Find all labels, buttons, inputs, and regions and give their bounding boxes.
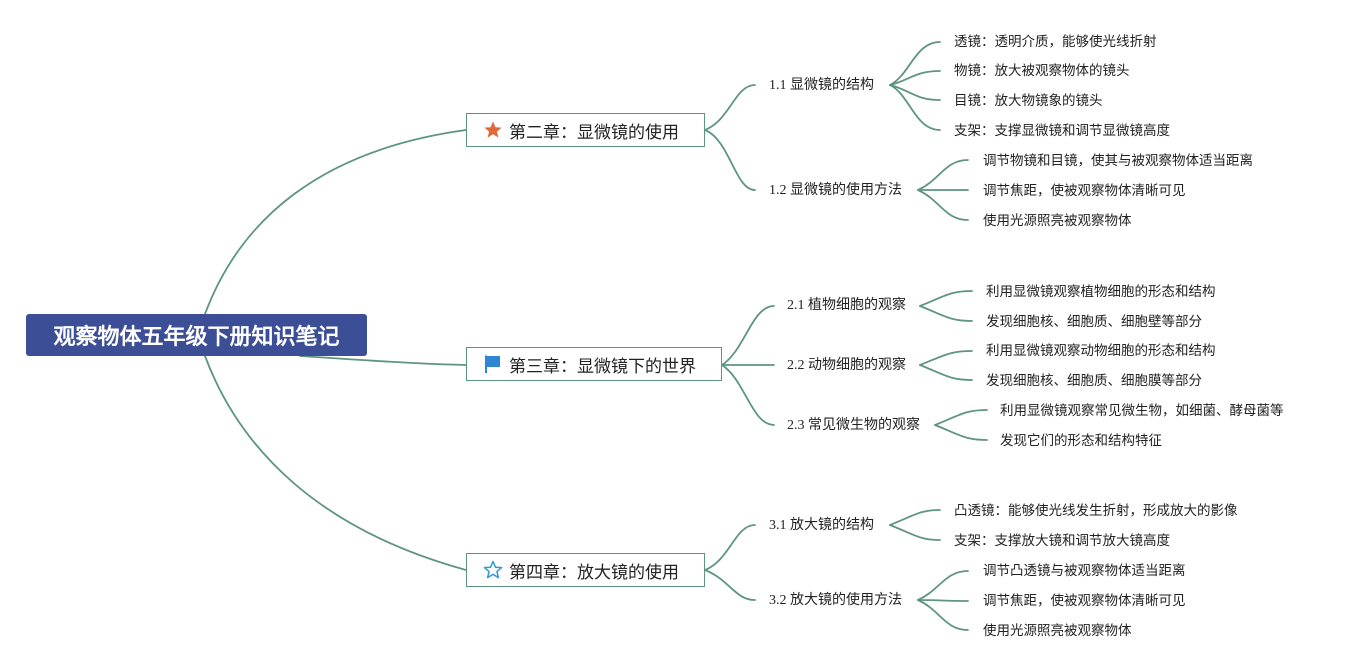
chapter-node-microscope-use[interactable]: 第二章：显微镜的使用 bbox=[466, 113, 705, 147]
root-to-chapter-3-line bbox=[204, 355, 467, 571]
leaf-item[interactable]: 目镜：放大物镜象的镜头 bbox=[954, 93, 1103, 109]
root-topic-label: 观察物体五年级下册知识笔记 bbox=[53, 325, 340, 350]
star-outline-icon bbox=[483, 560, 503, 580]
chapter-1-to-section-1-1-line bbox=[704, 84, 756, 131]
section-3-2-magnifier-usage[interactable]: 3.2 放大镜的使用方法 bbox=[769, 593, 902, 608]
chapter-title: 第四章：放大镜的使用 bbox=[509, 562, 679, 583]
leaf-item[interactable]: 使用光源照亮被观察物体 bbox=[983, 213, 1132, 229]
leaf-item[interactable]: 调节凸透镜与被观察物体适当距离 bbox=[983, 563, 1186, 579]
leaf-item[interactable]: 使用光源照亮被观察物体 bbox=[983, 623, 1132, 639]
leaf-item[interactable]: 调节焦距，使被观察物体清晰可见 bbox=[983, 183, 1186, 199]
section-1-1-microscope-structure[interactable]: 1.1 显微镜的结构 bbox=[769, 78, 874, 93]
leaf-item[interactable]: 透镜：透明介质，能够使光线折射 bbox=[954, 34, 1157, 50]
section-2-2-animal-cell[interactable]: 2.2 动物细胞的观察 bbox=[787, 358, 906, 373]
chapter-title: 第三章：显微镜下的世界 bbox=[509, 356, 696, 377]
leaf-item[interactable]: 利用显微镜观察植物细胞的形态和结构 bbox=[986, 284, 1216, 300]
chapter-title: 第二章：显微镜的使用 bbox=[509, 122, 679, 143]
leaf-item[interactable]: 利用显微镜观察常见微生物，如细菌、酵母菌等 bbox=[1000, 403, 1284, 419]
chapter-node-world-under-microscope[interactable]: 第三章：显微镜下的世界 bbox=[466, 347, 722, 381]
chapter-2-to-section-2-1-line bbox=[721, 305, 775, 366]
chapter-3-to-section-3-2-line bbox=[704, 569, 756, 601]
root-to-chapter-1-line bbox=[204, 129, 467, 315]
leaf-item[interactable]: 物镜：放大被观察物体的镜头 bbox=[954, 63, 1130, 79]
root-to-chapter-2-line bbox=[299, 355, 467, 366]
flag-icon bbox=[483, 354, 503, 374]
leaf-item[interactable]: 凸透镜：能够使光线发生折射，形成放大的影像 bbox=[954, 503, 1238, 519]
section-2-1-plant-cell[interactable]: 2.1 植物细胞的观察 bbox=[787, 298, 906, 313]
leaf-item[interactable]: 发现细胞核、细胞质、细胞膜等部分 bbox=[986, 373, 1202, 389]
leaf-item[interactable]: 发现细胞核、细胞质、细胞壁等部分 bbox=[986, 314, 1202, 330]
root-topic[interactable]: 观察物体五年级下册知识笔记 bbox=[26, 314, 367, 356]
chapter-3-to-section-3-1-line bbox=[704, 524, 756, 571]
leaf-item[interactable]: 支架：支撑放大镜和调节放大镜高度 bbox=[954, 533, 1170, 549]
section-2-3-microorganisms[interactable]: 2.3 常见微生物的观察 bbox=[787, 418, 920, 433]
star-filled-icon bbox=[483, 120, 503, 140]
leaf-item[interactable]: 调节物镜和目镜，使其与被观察物体适当距离 bbox=[983, 153, 1253, 169]
section-1-2-microscope-usage[interactable]: 1.2 显微镜的使用方法 bbox=[769, 183, 902, 198]
chapter-node-magnifier-use[interactable]: 第四章：放大镜的使用 bbox=[466, 553, 705, 587]
section-3-1-magnifier-structure[interactable]: 3.1 放大镜的结构 bbox=[769, 518, 874, 533]
chapter-2-to-section-2-3-line bbox=[721, 364, 775, 426]
leaf-item[interactable]: 利用显微镜观察动物细胞的形态和结构 bbox=[986, 343, 1216, 359]
leaf-item[interactable]: 支架：支撑显微镜和调节显微镜高度 bbox=[954, 123, 1170, 139]
chapter-1-to-section-1-2-line bbox=[704, 129, 756, 191]
leaf-item[interactable]: 发现它们的形态和结构特征 bbox=[1000, 433, 1162, 449]
leaf-item[interactable]: 调节焦距，使被观察物体清晰可见 bbox=[983, 593, 1186, 609]
